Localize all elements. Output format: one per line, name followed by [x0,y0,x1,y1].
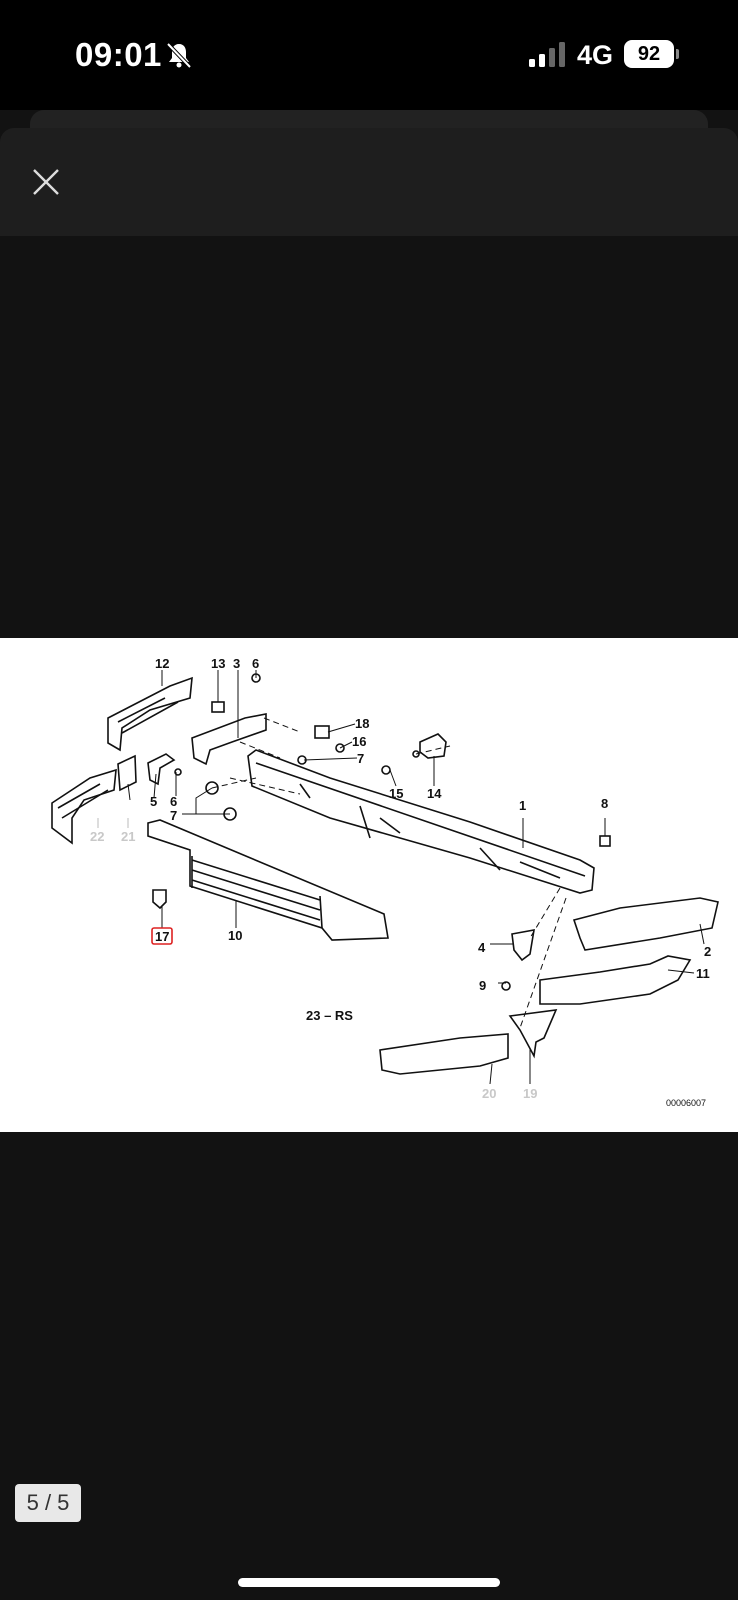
battery-tip [676,49,679,59]
part-5-shape [147,753,176,786]
label-7-left: 7 [170,808,177,823]
part-10-grille [147,819,389,941]
label-4: 4 [478,940,486,955]
part-20-shape [379,1033,509,1075]
part-3-shape [191,713,267,766]
label-23-rs: 23 – RS [306,1008,353,1023]
label-9: 9 [479,978,486,993]
highlight-17-box [151,927,173,945]
network-type: 4G [577,40,614,70]
label-6-top: 6 [252,656,259,671]
part-21-shape [117,754,137,792]
clock: 09:01 [75,36,162,73]
battery-icon: 92 [624,40,674,68]
label-15: 15 [389,786,403,801]
part-19-shape [508,1009,558,1059]
viewer-header [0,128,738,236]
part-14-shape [419,733,447,759]
label-10: 10 [228,928,242,943]
image-counter: 5 / 5 [15,1484,81,1522]
label-11: 11 [696,966,710,981]
label-6-left: 6 [170,794,177,809]
label-3: 3 [233,656,240,671]
parts-diagram-image[interactable]: 12 13 3 6 18 16 7 5 6 7 22 21 15 14 1 8 … [0,638,738,1132]
part-12-shape [107,676,193,752]
label-1: 1 [519,798,526,813]
cellular-signal-icon [529,42,565,67]
part-22-shape [51,768,117,845]
image-viewer-sheet: 12 13 3 6 18 16 7 5 6 7 22 21 15 14 1 8 … [0,128,738,1600]
part-2-shape [572,897,719,951]
part-17-clip [152,889,167,910]
label-8: 8 [601,796,608,811]
label-2: 2 [704,944,711,959]
part-1-main-bar [247,749,595,894]
label-17: 17 [155,929,169,944]
label-12: 12 [155,656,169,671]
label-18: 18 [355,716,369,731]
label-20: 20 [482,1086,496,1101]
label-16: 16 [352,734,366,749]
part-4-shape [511,929,535,962]
status-bar: 09:01 4G 92 [0,0,738,110]
label-21: 21 [121,829,135,844]
diagram-code: 00006007 [666,1098,706,1108]
label-7-right: 7 [357,751,364,766]
silent-bell-icon [166,42,192,69]
label-22: 22 [90,829,104,844]
close-icon[interactable] [28,164,64,200]
bumper-parts-diagram: 12 13 3 6 18 16 7 5 6 7 22 21 15 14 1 8 … [51,656,719,1108]
label-5: 5 [150,794,157,809]
label-19: 19 [523,1086,537,1101]
part-11-shape [539,955,692,1005]
label-13: 13 [211,656,225,671]
home-indicator[interactable] [238,1578,500,1587]
label-14: 14 [427,786,442,801]
